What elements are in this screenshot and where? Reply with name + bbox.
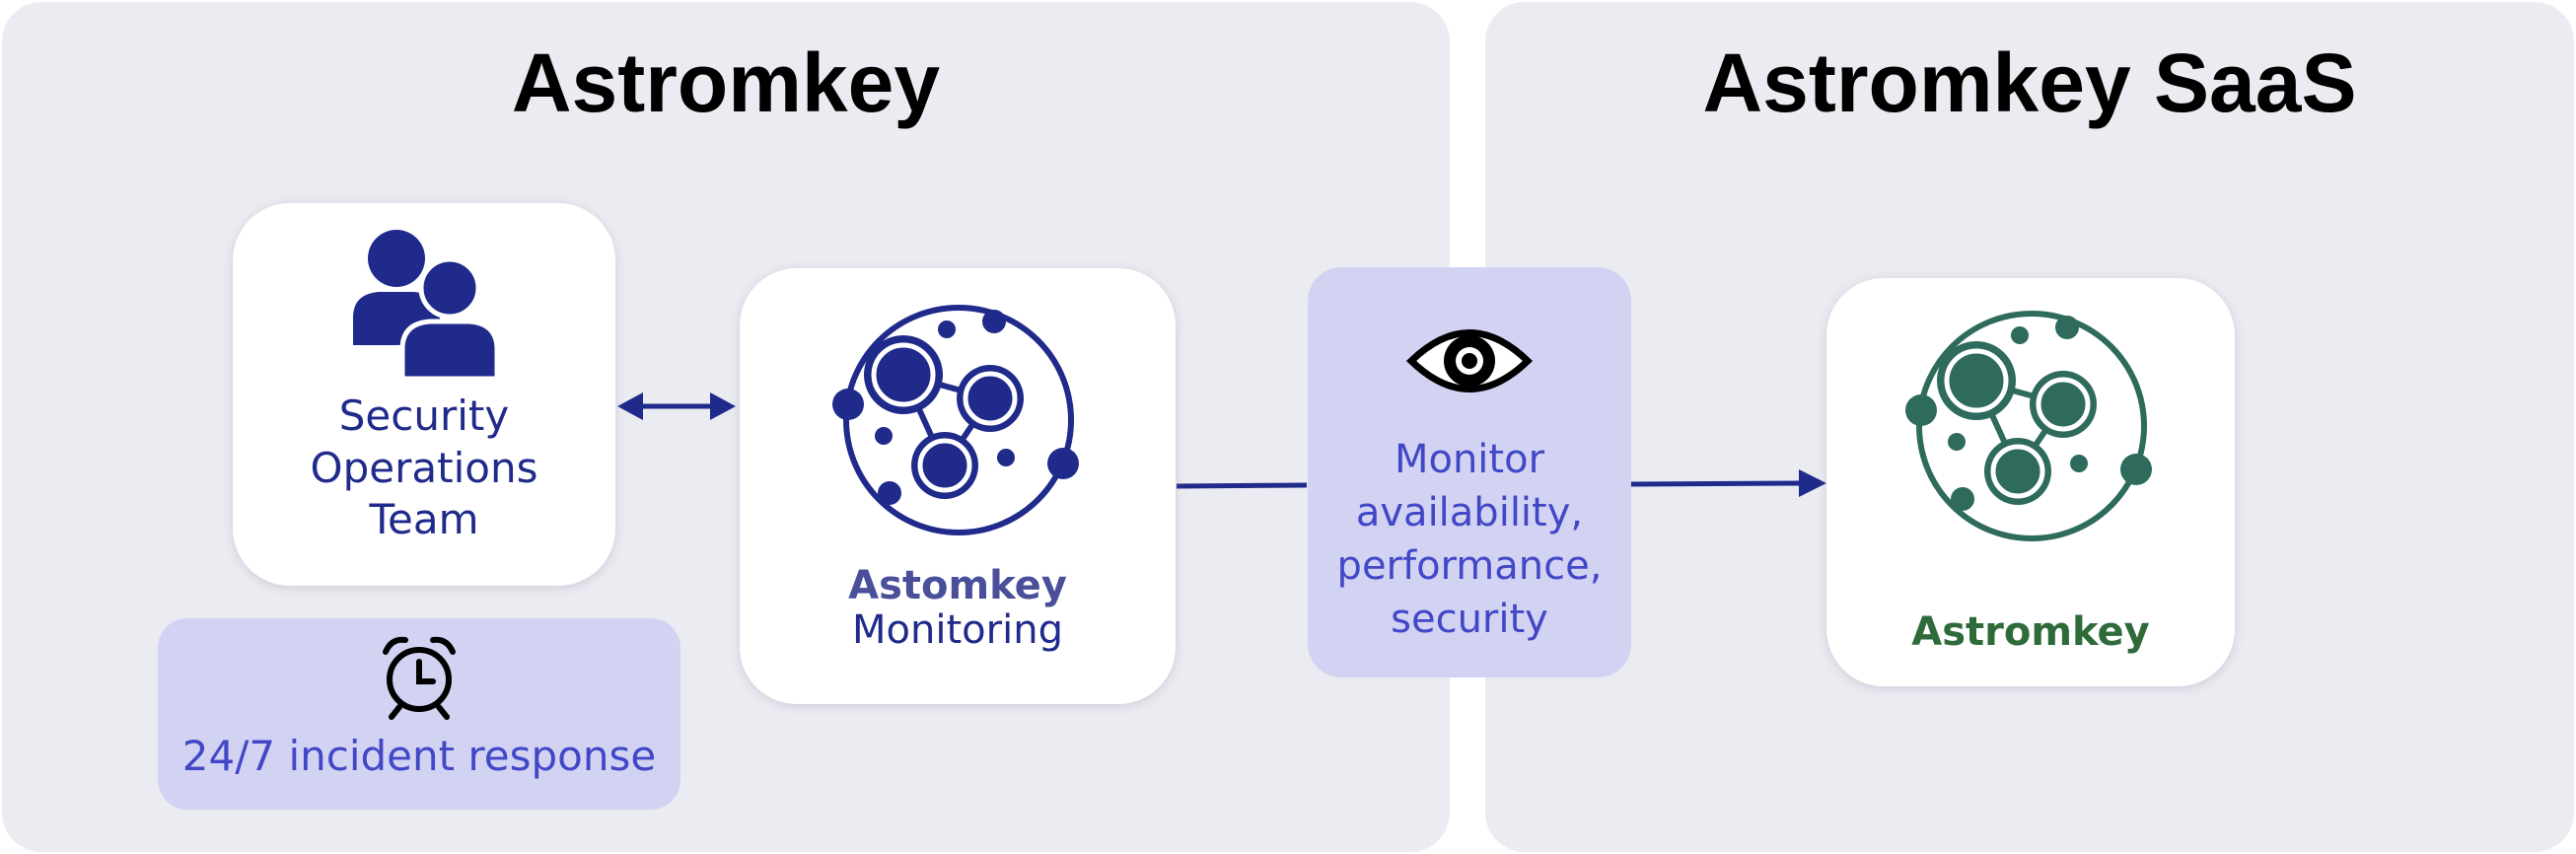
monitor-chip-label: Monitor availability, performance, secur… — [1308, 433, 1631, 646]
incident-response-chip: 24/7 incident response — [158, 618, 680, 810]
monitoring-label: Astomkey Monitoring — [740, 564, 1176, 653]
security-team-line-1: Security — [338, 391, 510, 440]
security-team-label: Security Operations Team — [233, 391, 615, 546]
monitor-to-saas-arrow — [1630, 469, 1826, 497]
astromkey-panel-title: Astromkey — [511, 36, 941, 129]
alarm-clock-icon — [383, 636, 456, 720]
bidirectional-arrow — [617, 392, 736, 420]
network-nodes-icon — [1905, 311, 2152, 541]
monitoring-line-1: Astomkey — [848, 563, 1067, 608]
people-icon — [353, 230, 500, 379]
astromkey-saas-card: Astromkey — [1826, 278, 2235, 686]
network-nodes-icon — [832, 305, 1079, 535]
monitor-line-1: Monitor — [1394, 437, 1545, 482]
astomkey-monitoring-card: Astomkey Monitoring — [740, 268, 1176, 704]
monitor-line-3: performance, — [1336, 543, 1603, 589]
astromkey-saas-panel-title: Astromkey SaaS — [1702, 36, 2357, 129]
monitor-line-4: security — [1391, 597, 1548, 642]
monitor-line-2: availability, — [1355, 490, 1584, 535]
eye-icon — [1405, 329, 1534, 392]
monitoring-to-monitor-line — [1176, 482, 1308, 489]
incident-response-label: 24/7 incident response — [181, 732, 657, 780]
security-operations-team-card: Security Operations Team — [233, 203, 615, 586]
astromkey-saas-panel: Astromkey SaaS — [1485, 2, 2574, 852]
security-team-line-3: Team — [369, 495, 479, 543]
security-team-line-2: Operations — [310, 443, 538, 492]
saas-card-label: Astromkey — [1911, 609, 2150, 655]
monitor-chip: Monitor availability, performance, secur… — [1308, 267, 1631, 677]
monitoring-line-2: Monitoring — [852, 606, 1063, 653]
